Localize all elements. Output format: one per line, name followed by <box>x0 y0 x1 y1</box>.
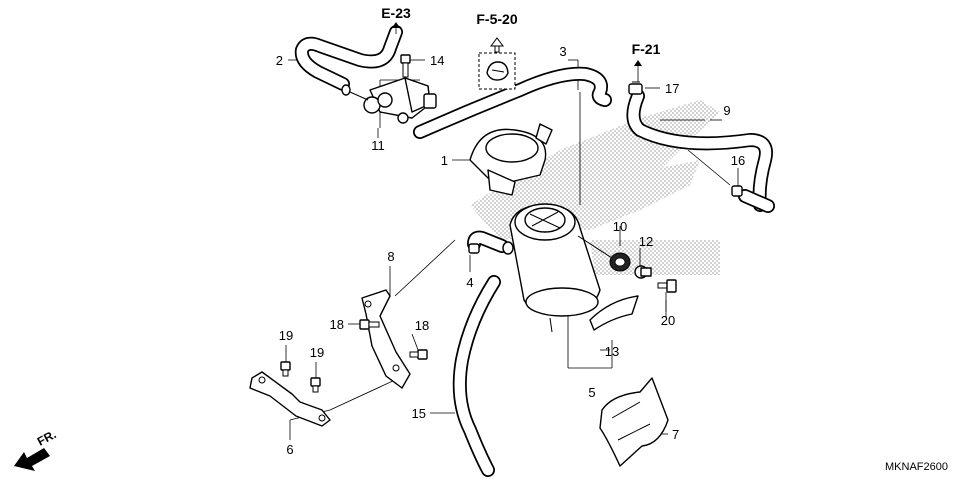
callout-6: 6 <box>286 442 293 457</box>
callout-19-right: 19 <box>310 345 324 360</box>
callout-13: 13 <box>605 344 619 359</box>
callout-numbers: 2 14 11 3 1 17 9 16 10 12 20 4 8 13 5 7 … <box>276 44 745 457</box>
reference-label-f520: F-5-20 <box>476 11 517 27</box>
callout-7: 7 <box>672 427 679 442</box>
clip-reference-box <box>478 37 516 90</box>
front-direction-marker: FR. <box>14 427 58 471</box>
callout-8: 8 <box>387 249 394 264</box>
front-label: FR. <box>35 427 59 448</box>
callout-1: 1 <box>441 153 448 168</box>
cover-part-7 <box>599 377 669 467</box>
reference-f520: F-5-20 <box>476 11 517 27</box>
callout-14: 14 <box>430 53 444 68</box>
diagram-code: MKNAF2600 <box>885 461 948 473</box>
hose-part-9 <box>626 89 775 213</box>
hose-part-2 <box>294 25 403 91</box>
bolt-part-19-left <box>280 361 291 377</box>
callout-10: 10 <box>613 219 627 234</box>
callout-12: 12 <box>639 234 653 249</box>
callout-11: 11 <box>371 138 385 153</box>
bracket-part-8 <box>361 289 411 389</box>
bolt-part-14 <box>400 54 411 78</box>
reference-f21: F-21 <box>632 41 661 82</box>
callout-5: 5 <box>588 385 595 400</box>
reference-label-f21: F-21 <box>632 41 661 57</box>
canister-part-5 <box>509 203 613 333</box>
callout-20: 20 <box>661 313 675 328</box>
reference-label-e23: E-23 <box>381 5 411 21</box>
callout-18-right: 18 <box>415 318 429 333</box>
callout-19-left: 19 <box>279 328 293 343</box>
callout-16: 16 <box>731 153 745 168</box>
callout-9: 9 <box>723 103 730 118</box>
solenoid-valve-part-11 <box>341 77 437 124</box>
callout-17: 17 <box>665 81 679 96</box>
bolt-part-19-right <box>310 377 321 393</box>
collar-part-12 <box>634 265 652 279</box>
bolt-part-18-left <box>359 319 380 330</box>
bolt-part-20 <box>657 279 677 293</box>
callout-2: 2 <box>276 53 283 68</box>
grommet-part-10 <box>609 252 631 272</box>
bolt-part-18-right <box>409 349 428 360</box>
pad-part-13 <box>589 295 639 331</box>
clamp-part-16 <box>731 185 743 197</box>
clip-part-17 <box>628 81 643 95</box>
bracket-part-6 <box>249 371 331 427</box>
hose-part-15 <box>452 275 501 477</box>
callout-15: 15 <box>412 406 426 421</box>
callout-3: 3 <box>559 44 566 59</box>
elbow-part-4 <box>467 230 514 255</box>
callout-18-left: 18 <box>330 317 344 332</box>
canister-bracket-part-1 <box>469 123 553 196</box>
reference-e23: E-23 <box>381 5 411 34</box>
hose-part-3 <box>413 66 612 139</box>
callout-4: 4 <box>466 275 473 290</box>
